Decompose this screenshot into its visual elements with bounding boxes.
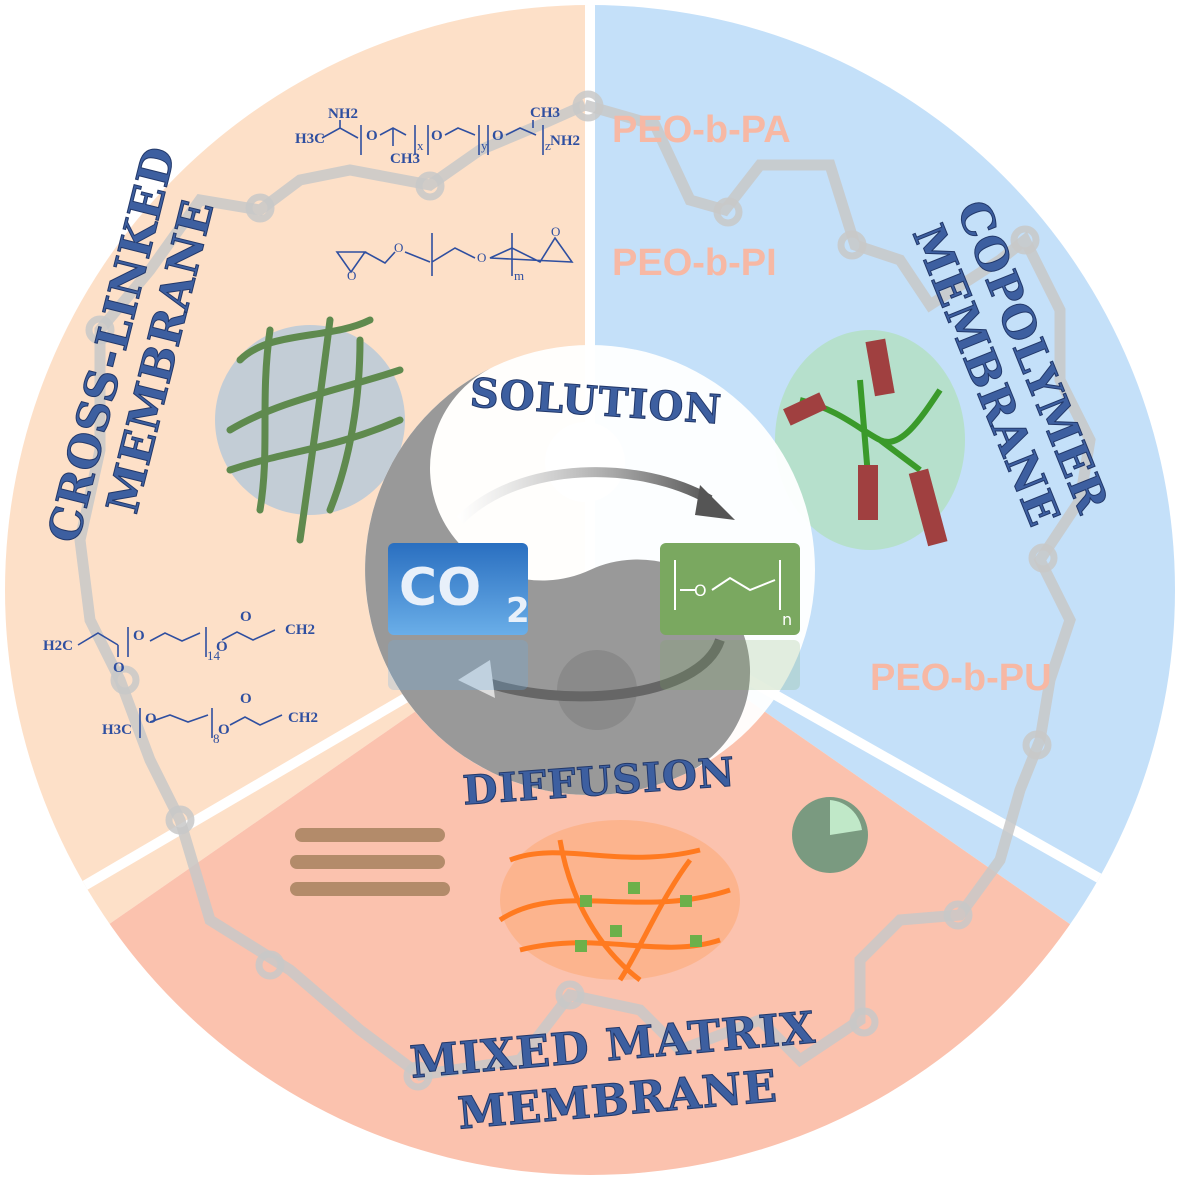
svg-text:O: O — [133, 628, 145, 644]
diffusion-arrow — [478, 638, 725, 702]
hollow-sphere-icon — [792, 797, 868, 873]
svg-text:O: O — [145, 711, 157, 727]
svg-text:2: 2 — [506, 591, 530, 631]
polymer-filler-network-icon — [498, 820, 740, 982]
arrow-head-icon — [695, 485, 735, 520]
cross-linked-network-icon — [215, 316, 405, 544]
svg-text:m: m — [514, 268, 524, 283]
svg-text:CO: CO — [399, 558, 481, 618]
svg-text:z: z — [545, 138, 551, 153]
svg-text:CH3: CH3 — [530, 105, 560, 121]
svg-text:O: O — [216, 639, 228, 655]
svg-text:O: O — [240, 609, 252, 625]
svg-text:8: 8 — [213, 731, 220, 746]
svg-text:O: O — [218, 722, 230, 738]
svg-text:CH3: CH3 — [390, 151, 420, 167]
svg-text:O: O — [551, 224, 560, 239]
diepoxide-structure: O O O m O — [335, 224, 574, 283]
svg-text:O: O — [477, 250, 486, 265]
layered-nanosheet-icon — [290, 828, 450, 896]
svg-text:n: n — [782, 610, 792, 629]
svg-text:O: O — [394, 240, 403, 255]
diacrylate-structure: H2C O O 14 O O CH2 — [43, 609, 315, 676]
svg-text:y: y — [481, 138, 488, 153]
arrow-head-icon — [458, 660, 495, 698]
mixed-matrix-sector — [5, 590, 1175, 1175]
acrylate-structure: H3C O 8 O O CH2 — [102, 691, 318, 746]
svg-text:H2C: H2C — [43, 638, 73, 654]
peo-repeat-unit-box: O n — [660, 543, 800, 690]
svg-text:O: O — [347, 268, 356, 283]
svg-text:H3C: H3C — [295, 131, 325, 147]
svg-text:O: O — [240, 691, 252, 707]
svg-text:NH2: NH2 — [550, 133, 580, 149]
copolymer-label-pi: PEO-b-PI — [612, 242, 777, 284]
diamine-structure: H3C NH2 O CH3 x O y O CH3 z NH2 — [295, 105, 580, 167]
copolymer-label-pa: PEO-b-PA — [612, 109, 791, 151]
co2-box: CO 2 — [388, 543, 530, 690]
copolymer-label-pu: PEO-b-PU — [870, 657, 1052, 699]
svg-text:CH2: CH2 — [288, 710, 318, 726]
svg-text:O: O — [366, 128, 378, 144]
svg-text:NH2: NH2 — [328, 106, 358, 122]
svg-text:CH2: CH2 — [285, 622, 315, 638]
svg-text:O: O — [431, 128, 443, 144]
svg-text:O: O — [694, 581, 707, 600]
svg-text:H3C: H3C — [102, 722, 132, 738]
svg-text:O: O — [492, 128, 504, 144]
svg-text:x: x — [417, 138, 424, 153]
peo-chain-decoration — [74, 90, 1096, 1091]
solution-arrow — [456, 467, 713, 524]
copolymer-brush-icon — [775, 330, 965, 550]
svg-text:14: 14 — [207, 648, 221, 663]
svg-text:O: O — [113, 660, 125, 676]
